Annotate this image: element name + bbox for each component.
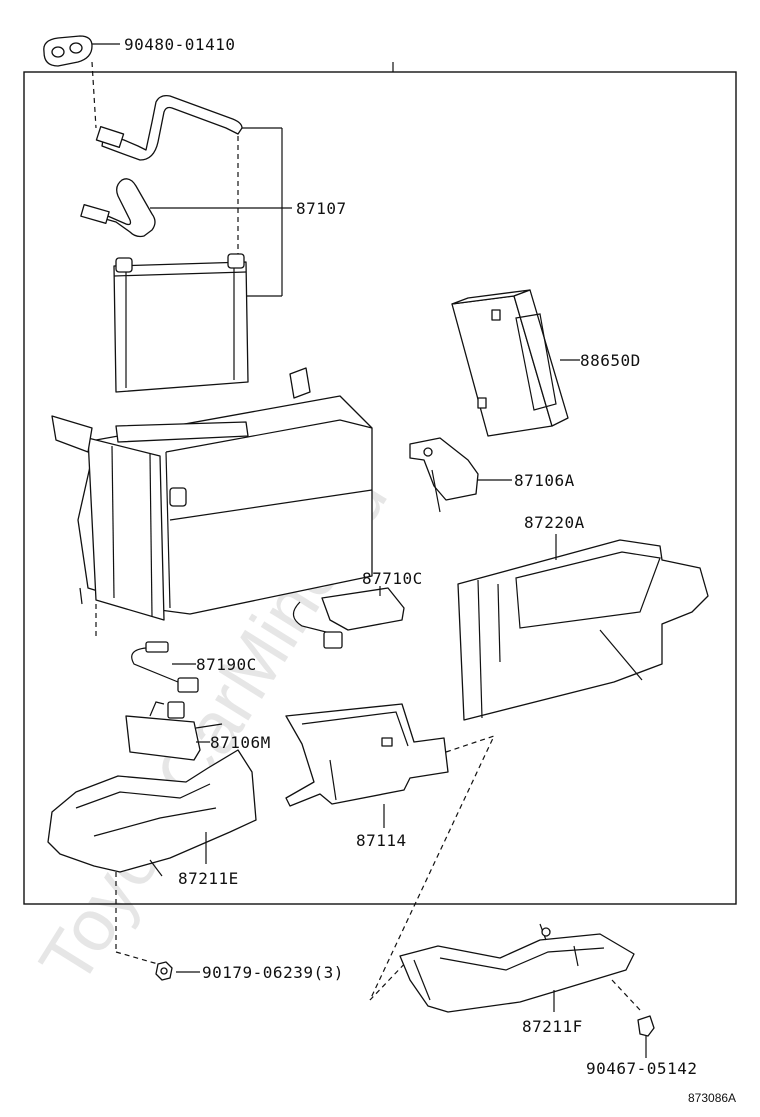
assembly-frame <box>23 71 737 905</box>
label-87710C[interactable]: 87710C <box>362 569 423 588</box>
label-87106A[interactable]: 87106A <box>514 471 575 490</box>
drain-case-part[interactable] <box>285 703 449 807</box>
grommet-part[interactable] <box>43 35 93 67</box>
blower-resistor-part[interactable] <box>292 587 405 649</box>
label-87211F[interactable]: 87211F <box>522 1017 583 1036</box>
clip-part[interactable] <box>637 1015 655 1037</box>
evaporator-core[interactable] <box>113 253 249 393</box>
label-90480-01410[interactable]: 90480-01410 <box>124 35 235 54</box>
evaporator-tube-upper[interactable] <box>95 94 243 161</box>
label-87114[interactable]: 87114 <box>356 831 407 850</box>
duct-e-part[interactable] <box>47 749 257 877</box>
label-87220A[interactable]: 87220A <box>524 513 585 532</box>
label-87211E[interactable]: 87211E <box>178 869 239 888</box>
label-87107[interactable]: 87107 <box>296 199 347 218</box>
label-87190C[interactable]: 87190C <box>196 655 257 674</box>
air-conditioning-case-upper[interactable] <box>457 539 709 721</box>
thermistor-part[interactable] <box>131 641 199 693</box>
nut-part[interactable] <box>155 961 173 981</box>
amplifier-part[interactable] <box>451 289 569 437</box>
diagram-ref-code: 873086A <box>688 1091 736 1105</box>
air-conditioning-unit-case[interactable] <box>51 367 373 621</box>
evaporator-tube-lower[interactable] <box>80 178 156 238</box>
servo-motor-m[interactable] <box>125 701 223 761</box>
duct-f-part[interactable] <box>399 923 635 1013</box>
label-90467-05142[interactable]: 90467-05142 <box>586 1059 697 1078</box>
label-88650D[interactable]: 88650D <box>580 351 641 370</box>
label-87106M[interactable]: 87106M <box>210 733 271 752</box>
servo-motor-a[interactable] <box>409 437 479 513</box>
label-90179-06239[interactable]: 90179-06239(3) <box>202 963 344 982</box>
